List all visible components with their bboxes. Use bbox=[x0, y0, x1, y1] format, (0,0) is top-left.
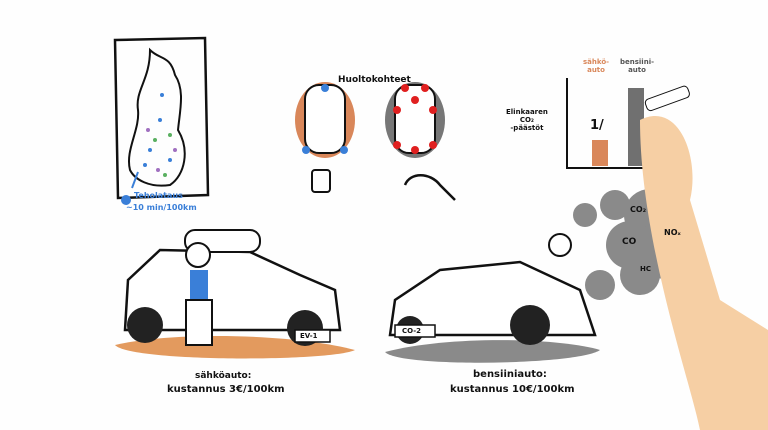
gas-bar bbox=[628, 88, 644, 166]
electric-car bbox=[115, 229, 355, 359]
gas-plate: CO-2 bbox=[402, 327, 421, 335]
ev-caption-cost: kustannus 3€/100km bbox=[167, 384, 285, 395]
charging-time: ~10 min/100km bbox=[126, 203, 197, 212]
ev-service-diagram bbox=[295, 82, 355, 193]
co2-chart bbox=[566, 78, 665, 169]
ylabel-line: CO₂ bbox=[519, 116, 534, 124]
ev-bar-label: sähkö- auto bbox=[583, 58, 609, 74]
ylabel-line: -päästöt bbox=[510, 124, 544, 132]
charger-dot-icon bbox=[121, 195, 131, 205]
charging-label: Teholataus bbox=[134, 191, 183, 200]
chart-ylabel: Elinkaaren CO₂ -päästöt bbox=[506, 108, 548, 132]
service-title: Huoltokohteet bbox=[338, 75, 411, 85]
ev-caption-title: sähköauto: bbox=[195, 371, 252, 381]
gas-label: CO₂ bbox=[630, 205, 647, 214]
drawing-hand bbox=[640, 116, 768, 430]
plug-icon bbox=[311, 169, 331, 193]
ev-plate: EV-1 bbox=[300, 332, 318, 340]
label-line: auto bbox=[628, 66, 646, 74]
ylabel-line: Elinkaaren bbox=[506, 108, 548, 116]
label-line: bensiini- bbox=[620, 58, 654, 66]
gas-service-diagram bbox=[385, 82, 456, 201]
gas-label: CO bbox=[622, 237, 637, 247]
fuel-nozzle-icon bbox=[403, 174, 456, 201]
ratio-label: 1/ bbox=[590, 118, 604, 133]
marker-icon bbox=[644, 85, 690, 112]
gas-caption-title: bensiiniauto: bbox=[473, 369, 547, 380]
gas-bar-label: bensiini- auto bbox=[620, 58, 654, 74]
gasoline-car bbox=[385, 233, 600, 363]
finland-map bbox=[113, 36, 210, 205]
label-line: auto bbox=[587, 66, 605, 74]
gas-label: NOₓ bbox=[664, 228, 681, 237]
label-line: sähkö- bbox=[583, 58, 610, 66]
ev-bar bbox=[592, 140, 608, 166]
gas-caption-cost: kustannus 10€/100km bbox=[450, 384, 575, 395]
gas-label: HC bbox=[640, 265, 651, 273]
